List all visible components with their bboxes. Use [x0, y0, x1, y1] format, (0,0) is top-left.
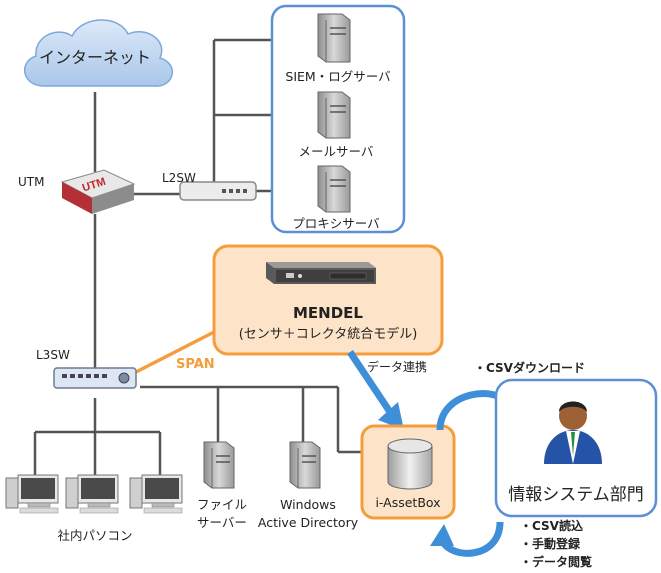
l2sw-device: [179, 181, 257, 201]
file-server-label-2: サーバー: [197, 515, 247, 530]
span-link: [135, 328, 219, 374]
pc-icon: [129, 474, 183, 514]
ad-server-icon: [289, 441, 321, 489]
mendel-title: MENDEL: [293, 304, 363, 322]
feature-data-view: ・データ閲覧: [520, 554, 592, 569]
utm-device: UTM: [60, 169, 136, 214]
feature-manual-register: ・手動登録: [520, 536, 581, 551]
pc-icons: [5, 474, 183, 514]
pc-icon: [65, 474, 119, 514]
file-server-icon: [203, 441, 235, 489]
pcs-label: 社内パソコン: [57, 528, 132, 543]
mail-server-icon: [317, 91, 351, 139]
csv-download-label: ・CSVダウンロード: [474, 360, 585, 375]
siem-server-label: SIEM・ログサーバ: [285, 69, 390, 84]
feature-cycle-arrow: [430, 521, 504, 557]
l2sw-label: L2SW: [162, 171, 196, 185]
l3sw-device: [53, 367, 137, 389]
ad-label-2: Active Directory: [258, 515, 359, 530]
assetbox-label: i-AssetBox: [375, 495, 440, 510]
siem-server-icon: [317, 13, 351, 63]
data-link-label: ・データ連携: [355, 359, 427, 374]
feature-csv-read: ・CSV読込: [520, 518, 583, 533]
mail-server-label: メールサーバ: [299, 144, 374, 159]
network-links: [33, 38, 388, 475]
dept-label: 情報システム部門: [508, 485, 644, 505]
proxy-server-label: プロキシサーバ: [292, 216, 379, 231]
internet-cloud: インターネット: [23, 19, 174, 87]
user-icon: [544, 401, 602, 464]
mendel-appliance-icon: [266, 262, 376, 284]
ad-label-1: Windows: [280, 497, 336, 512]
span-label: SPAN: [176, 357, 215, 372]
mendel-subtitle: (センサ＋コレクタ統合モデル): [239, 326, 418, 342]
utm-label: UTM: [18, 175, 44, 189]
internet-label: インターネット: [39, 48, 151, 67]
database-icon: [387, 438, 433, 490]
pc-icon: [5, 474, 59, 514]
file-server-label-1: ファイル: [197, 497, 247, 512]
data-link-arrow: [347, 350, 404, 430]
l3sw-label: L3SW: [36, 348, 70, 362]
proxy-server-icon: [317, 165, 351, 213]
